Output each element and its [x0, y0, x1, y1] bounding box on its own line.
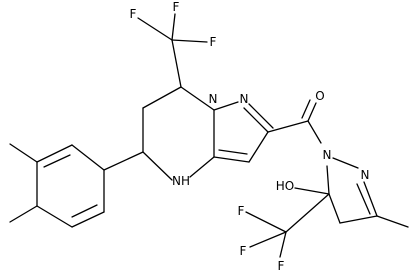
- bond: [279, 231, 287, 258]
- fluorine-label: F: [173, 0, 180, 14]
- bond: [43, 154, 71, 168]
- bonds: [9, 13, 409, 258]
- bond: [36, 205, 73, 228]
- nitrogen-pyrazoline-label: N: [361, 168, 370, 182]
- bond: [294, 187, 330, 195]
- bond: [213, 156, 250, 163]
- bond: [376, 215, 409, 228]
- bond: [332, 157, 359, 169]
- bond: [142, 86, 182, 109]
- bond: [213, 101, 239, 111]
- bond: [9, 143, 38, 163]
- bond: [339, 215, 378, 224]
- bond: [245, 211, 287, 233]
- bond: [103, 151, 144, 171]
- fluorine-label: F: [130, 7, 137, 21]
- bond: [301, 99, 311, 119]
- bond: [9, 205, 38, 223]
- fluorine-label: F: [210, 35, 217, 49]
- bond: [171, 39, 182, 88]
- bond: [248, 103, 274, 129]
- bond: [249, 231, 287, 248]
- bond: [307, 102, 317, 122]
- bond: [248, 131, 269, 163]
- bond: [356, 183, 371, 215]
- fluorine-label: F: [240, 244, 247, 258]
- bond: [142, 151, 173, 181]
- fluorine-label: F: [238, 204, 245, 218]
- nitrogen-pyrazoline-label: N: [323, 148, 332, 162]
- atom-labels: F F F N N NH O N N HO F F F: [130, 0, 370, 273]
- bond: [180, 86, 215, 111]
- bond: [189, 156, 215, 178]
- bond: [243, 107, 269, 133]
- bond: [71, 204, 98, 218]
- fluorine-label: F: [278, 259, 285, 273]
- bond: [137, 17, 173, 41]
- bond: [171, 39, 208, 43]
- bond: [285, 193, 330, 233]
- oxygen-label: O: [315, 89, 324, 103]
- bond: [326, 165, 330, 195]
- nh-label: NH: [172, 174, 190, 188]
- nitrogen-bridge-label: N: [209, 92, 218, 106]
- hydroxyl-label: HO: [276, 179, 294, 193]
- bond: [363, 181, 378, 217]
- bond: [328, 193, 341, 224]
- bond: [71, 144, 105, 171]
- bond: [36, 144, 73, 163]
- bond: [307, 120, 322, 144]
- nitrogen-pyrazole-label: N: [240, 92, 249, 106]
- bond: [171, 13, 176, 41]
- bond: [71, 211, 105, 228]
- bond: [267, 120, 309, 133]
- bond: [218, 149, 248, 155]
